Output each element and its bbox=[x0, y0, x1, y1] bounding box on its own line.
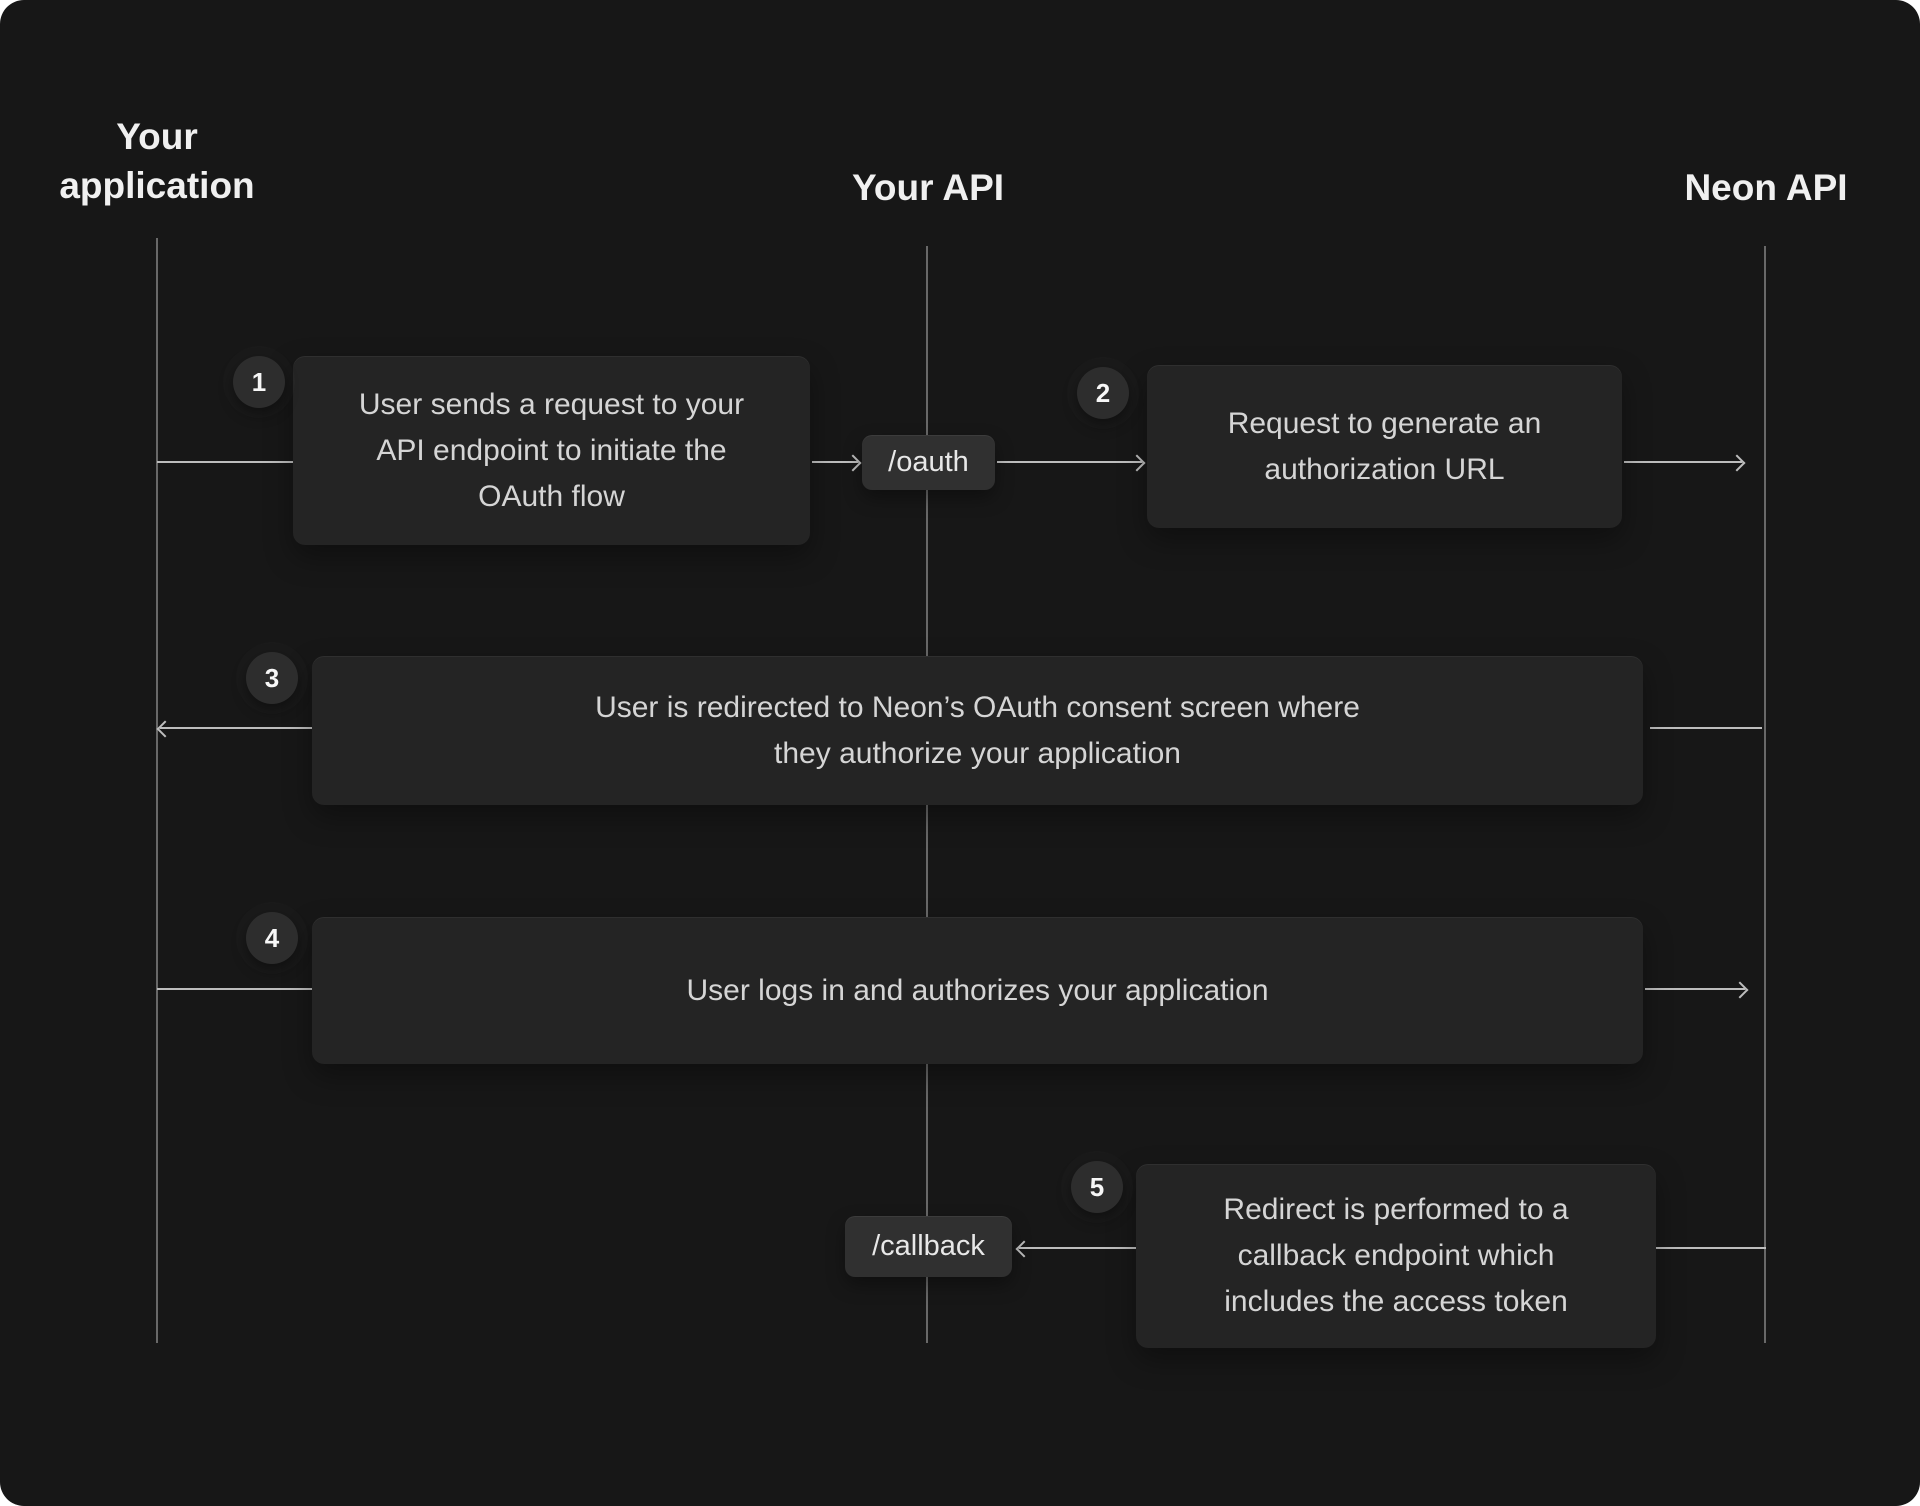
lifeline-neon-api bbox=[1764, 246, 1766, 1343]
step-badge-3: 3 bbox=[246, 652, 298, 704]
step-box-4: User logs in and authorizes your applica… bbox=[312, 917, 1643, 1064]
lane-label-your-application: Your application bbox=[59, 116, 255, 206]
step-box-1: User sends a request to your API endpoin… bbox=[293, 356, 810, 545]
connector-app-to-step1 bbox=[157, 461, 293, 463]
step-text-5: Redirect is performed to a callback endp… bbox=[1223, 1193, 1569, 1318]
lane-label-your-api: Your API bbox=[851, 167, 1005, 208]
arrow-step1-to-oauth bbox=[812, 461, 858, 463]
step-badge-4: 4 bbox=[246, 912, 298, 964]
step-text-4: User logs in and authorizes your applica… bbox=[686, 973, 1269, 1007]
lane-label-neon-api: Neon API bbox=[1684, 167, 1848, 208]
connector-app-to-step4 bbox=[157, 988, 312, 990]
step-badge-2: 2 bbox=[1077, 367, 1129, 419]
connector-neon-to-step5 bbox=[1656, 1247, 1766, 1249]
step-text-3: User is redirected to Neon’s OAuth conse… bbox=[595, 690, 1360, 770]
step-text-2: Request to generate an authorization URL bbox=[1227, 406, 1542, 486]
arrow-step4-to-neon bbox=[1645, 988, 1745, 990]
lifeline-your-application bbox=[156, 238, 158, 1343]
connector-neon-to-step3 bbox=[1650, 727, 1762, 729]
step-badge-1: 1 bbox=[233, 356, 285, 408]
arrow-step5-to-callback bbox=[1019, 1247, 1136, 1249]
arrow-oauth-to-step2 bbox=[997, 461, 1142, 463]
step-box-5: Redirect is performed to a callback endp… bbox=[1136, 1164, 1656, 1348]
step-badge-5: 5 bbox=[1071, 1161, 1123, 1213]
arrow-step2-to-neon bbox=[1624, 461, 1742, 463]
step-text-1: User sends a request to your API endpoin… bbox=[358, 387, 745, 513]
arrow-step3-to-app bbox=[160, 727, 312, 729]
step-box-2: Request to generate an authorization URL bbox=[1147, 365, 1622, 528]
endpoint-chip-oauth: /oauth bbox=[862, 435, 995, 490]
endpoint-chip-callback: /callback bbox=[845, 1216, 1012, 1277]
step-box-3: User is redirected to Neon’s OAuth conse… bbox=[312, 656, 1643, 805]
